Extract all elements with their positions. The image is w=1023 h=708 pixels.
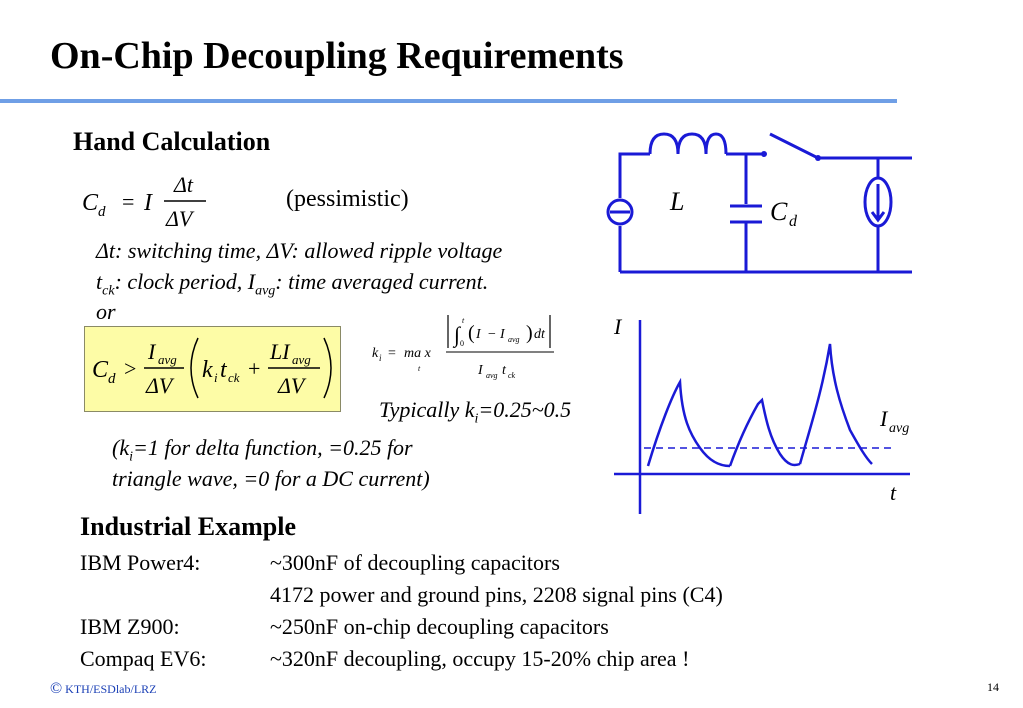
current-axis-label: I	[613, 314, 623, 339]
waveform-pulse	[646, 377, 731, 468]
title-divider	[0, 99, 897, 103]
paren-left	[190, 337, 199, 399]
typ-text: =0.25~0.5	[478, 397, 572, 422]
desc-sub: avg	[255, 283, 276, 299]
formula-text: t	[502, 363, 507, 378]
formula-cd-basic: C d = I Δt ΔV	[82, 172, 206, 231]
wire	[618, 152, 650, 198]
formula-text: LI	[269, 339, 291, 364]
formula-text: C	[82, 190, 99, 216]
capacitor-label-sub: d	[789, 213, 798, 230]
formula-text: t	[462, 316, 465, 325]
desc-sub: ck	[102, 283, 115, 299]
switch-contact	[761, 151, 767, 157]
waveform-pulse	[798, 343, 873, 465]
formula-text: k	[372, 346, 379, 361]
or-text: or	[96, 299, 116, 324]
formula-text: avg	[292, 352, 311, 367]
formula-text: +	[248, 356, 260, 381]
paren-right	[323, 337, 332, 399]
copyright-symbol: ©	[50, 680, 63, 697]
formula-text: =	[388, 346, 396, 361]
formula-text: i	[214, 370, 218, 385]
formula-text: I	[475, 327, 482, 342]
current-waveform: I I avg t	[613, 314, 910, 514]
page-title: On-Chip Decoupling Requirements	[50, 35, 624, 77]
formula-box	[84, 326, 341, 412]
formula-text: I	[499, 327, 506, 342]
ki-note-line1: (ki=1 for delta function, =0.25 for	[112, 434, 413, 467]
typ-sub: i	[474, 411, 479, 427]
switch-symbol	[769, 132, 819, 160]
formula-text: avg	[508, 335, 520, 344]
formula-text: i	[379, 353, 382, 363]
formula-text: =	[122, 189, 134, 214]
tck-description: tck: clock period, Iavg: time averaged c…	[96, 268, 488, 301]
integral-sign: ∫	[452, 322, 462, 348]
industrial-heading: Industrial Example	[80, 512, 296, 541]
formula-text: d	[98, 204, 106, 220]
note-text: (k	[112, 435, 130, 460]
formula-cd-ki: C d > I avg ΔV k i t ck + LI avg ΔV	[92, 337, 332, 399]
formula-text: ma x	[404, 346, 432, 361]
industrial-label: IBM Power4:	[80, 550, 201, 575]
formula-text: >	[124, 356, 136, 381]
formula-text: ck	[508, 371, 516, 380]
ki-note-line2: triangle wave, =0 for a DC current)	[112, 466, 430, 491]
time-axis-label: t	[890, 480, 897, 505]
industrial-value: ~300nF of decoupling capacitors	[270, 550, 560, 575]
desc-text: : clock period, I	[114, 269, 256, 294]
formula-text: C	[92, 357, 109, 383]
footer-org: KTH/ESDlab/LRZ	[62, 682, 157, 696]
pessimistic-note: (pessimistic)	[286, 186, 409, 212]
formula-text: t	[220, 357, 228, 383]
industrial-value: 4172 power and ground pins, 2208 signal …	[270, 582, 723, 607]
formula-text: 0	[460, 339, 464, 348]
industrial-label: IBM Z900:	[80, 614, 180, 639]
formula-text: ΔV	[145, 373, 175, 398]
typ-text: Typically k	[379, 397, 475, 422]
formula-ki-max: k i = ma x t ∫ t 0 ( I − I avg ) dt I av…	[372, 315, 554, 380]
iavg-label-sub: avg	[889, 421, 909, 436]
desc-text: : time averaged current.	[275, 269, 489, 294]
paren: (	[468, 322, 475, 344]
formula-text: Δt	[173, 172, 194, 197]
desc-text: t	[96, 269, 103, 294]
formula-text: d	[108, 371, 116, 387]
footer-copyright: © KTH/ESDlab/LRZ	[50, 680, 156, 698]
formula-text: I	[477, 363, 484, 378]
industrial-value: ~250nF on-chip decoupling capacitors	[270, 614, 609, 639]
industrial-label: Compaq EV6:	[80, 646, 207, 671]
formula-text: dt	[534, 327, 546, 342]
inductor-symbol	[648, 132, 728, 155]
formula-text: ΔV	[165, 206, 195, 231]
supply-source-symbol	[606, 198, 634, 226]
inductor-label: L	[669, 187, 684, 216]
formula-text: I	[143, 190, 153, 216]
formula-text: ck	[228, 370, 240, 385]
delta-description: Δt: switching time, ΔV: allowed ripple v…	[96, 238, 503, 263]
note-sub: i	[129, 449, 133, 465]
paren: )	[526, 322, 533, 344]
iavg-label: I	[879, 406, 889, 431]
formula-text: avg	[158, 352, 177, 367]
switch-contact	[815, 155, 821, 161]
formula-text: ΔV	[277, 373, 307, 398]
decoupling-circuit: L C d	[606, 132, 912, 274]
current-arrow	[870, 184, 886, 223]
capacitor-label: C	[770, 197, 788, 226]
page-number: 14	[987, 680, 999, 694]
formula-text: k	[202, 357, 213, 383]
hand-calc-heading: Hand Calculation	[73, 127, 271, 156]
waveform-pulse	[728, 397, 801, 467]
formula-text: avg	[486, 371, 498, 380]
formula-text: t	[418, 364, 421, 373]
formula-text: −	[488, 327, 496, 342]
industrial-value: ~320nF decoupling, occupy 15-20% chip ar…	[270, 646, 690, 671]
typically-ki: Typically ki=0.25~0.5	[379, 396, 571, 429]
note-text: =1 for delta function, =0.25 for	[132, 435, 413, 460]
formula-text: I	[147, 339, 157, 364]
